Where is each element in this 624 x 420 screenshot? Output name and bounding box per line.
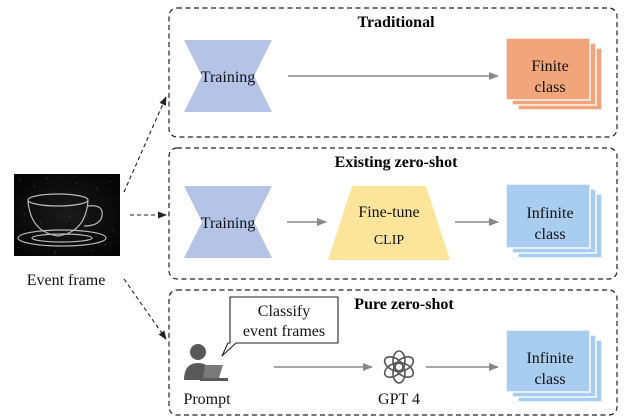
panel-traditional: Traditional Training Finite class bbox=[168, 7, 618, 138]
panel-pure: Pure zero-shot Classify event frames Pro… bbox=[168, 289, 618, 416]
finite-class-label-1: Finite bbox=[531, 58, 568, 75]
openai-logo-icon bbox=[383, 350, 415, 384]
panel-traditional-title: Traditional bbox=[357, 14, 435, 31]
training-model-shape bbox=[184, 186, 272, 258]
infinite-class-label-2: class bbox=[534, 226, 565, 243]
panel-traditional-frame bbox=[168, 7, 618, 138]
finetune-label-1: Fine-tune bbox=[358, 204, 419, 221]
event-frame-label: Event frame bbox=[27, 272, 106, 289]
gpt-label: GPT 4 bbox=[378, 391, 420, 408]
speech-line-2: event frames bbox=[243, 323, 325, 340]
finetune-clip-block: Fine-tune CLIP bbox=[328, 186, 450, 260]
infinite-class-label-2: class bbox=[534, 371, 565, 388]
panel-pure-title: Pure zero-shot bbox=[354, 296, 454, 313]
finetune-label-2: CLIP bbox=[374, 233, 405, 248]
panel-existing-frame bbox=[168, 147, 618, 280]
prompt-label: Prompt bbox=[183, 391, 231, 408]
training-label: Training bbox=[201, 69, 256, 86]
finite-class-label-2: class bbox=[534, 79, 565, 96]
training-label: Training bbox=[201, 215, 256, 232]
infinite-class-label-1: Infinite bbox=[526, 205, 573, 222]
finite-class-stack: Finite class bbox=[505, 37, 603, 111]
event-noise bbox=[18, 178, 114, 253]
prompt-speech-bubble: Classify event frames bbox=[221, 296, 339, 357]
teacup-icon bbox=[17, 193, 107, 247]
infinite-class-stack: Infinite class bbox=[505, 183, 603, 259]
infinite-class-label-1: Infinite bbox=[526, 350, 573, 367]
person-at-laptop-icon bbox=[184, 344, 228, 381]
training-model-shape bbox=[184, 40, 272, 112]
speech-line-1: Classify bbox=[258, 303, 310, 320]
event-frame: Event frame bbox=[14, 174, 120, 289]
panel-existing: Existing zero-shot Training Fine-tune CL… bbox=[168, 147, 618, 280]
panel-existing-title: Existing zero-shot bbox=[335, 154, 458, 171]
panel-pure-frame bbox=[168, 289, 618, 416]
dashed-arrow-traditional bbox=[123, 96, 167, 193]
infinite-class-stack: Infinite class bbox=[505, 329, 603, 403]
dashed-arrow-pure bbox=[123, 278, 167, 340]
